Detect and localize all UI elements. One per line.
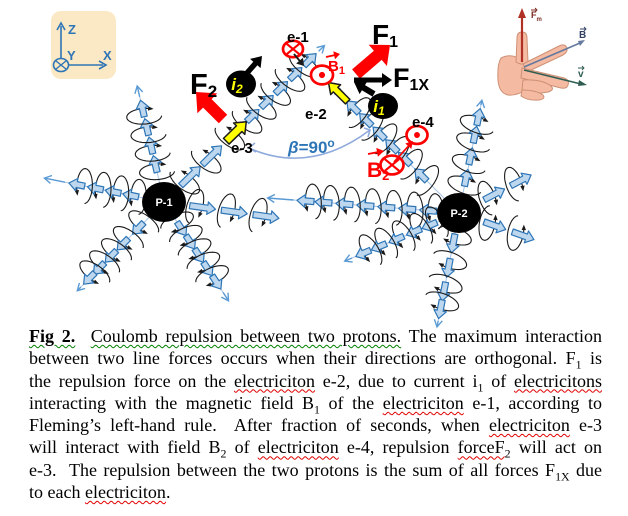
svg-text:F1: F1 xyxy=(372,19,398,51)
svg-text:e-2: e-2 xyxy=(305,106,327,123)
svg-text:Z: Z xyxy=(68,22,76,37)
svg-text:B1: B1 xyxy=(328,58,345,77)
svg-text:i2: i2 xyxy=(231,75,243,96)
svg-text:Y: Y xyxy=(67,48,76,63)
svg-text:F1X: F1X xyxy=(393,63,429,94)
svg-text:i1: i1 xyxy=(373,97,385,118)
svg-text:F2: F2 xyxy=(190,69,217,101)
svg-text:Fm: Fm xyxy=(531,10,542,23)
svg-text:B: B xyxy=(579,30,586,41)
svg-text:P-1: P-1 xyxy=(155,197,172,209)
svg-text:e-3: e-3 xyxy=(231,140,253,157)
svg-text:P-2: P-2 xyxy=(450,208,467,220)
svg-text:β=90o: β=90o xyxy=(287,136,335,157)
svg-text:e-4: e-4 xyxy=(412,114,434,131)
svg-text:v: v xyxy=(578,69,584,80)
svg-text:e-1: e-1 xyxy=(287,29,309,46)
svg-text:X: X xyxy=(103,48,112,63)
